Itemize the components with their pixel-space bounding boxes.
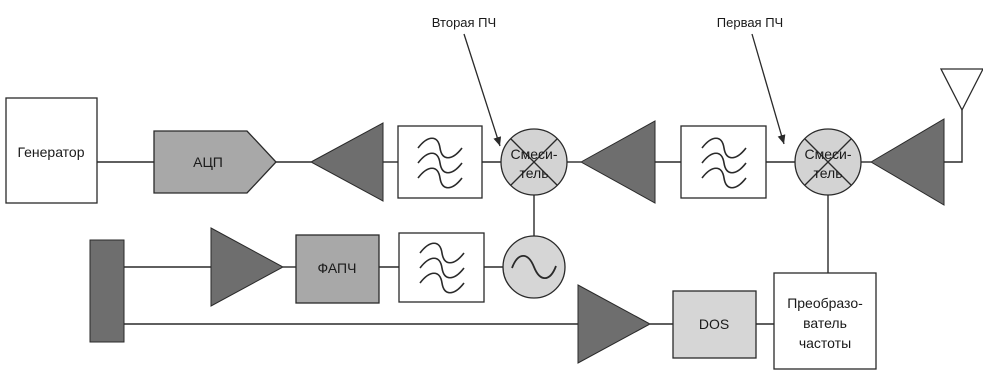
wire-lna-antenna bbox=[944, 110, 963, 163]
first-if-label: Первая ПЧ bbox=[717, 15, 783, 30]
adc-block: АЦП bbox=[153, 130, 277, 194]
mixer-label-line1: Смеси- bbox=[510, 146, 557, 162]
oscillator-icon bbox=[502, 235, 566, 299]
amplifier-icon bbox=[579, 120, 656, 204]
mixer-icon bbox=[510, 138, 558, 186]
bandpass-filter-icon bbox=[398, 232, 485, 303]
generator-block: Генератор bbox=[5, 97, 98, 204]
amplifier-icon bbox=[309, 122, 384, 202]
dos-block: DOS bbox=[672, 290, 757, 359]
frequency-converter-block: Преобразо- ватель частоты bbox=[773, 272, 877, 370]
bandpass-filter-icon bbox=[397, 125, 483, 199]
second-if-arrow bbox=[463, 33, 502, 147]
first-mixer: Смеси- тель bbox=[794, 128, 862, 196]
lna-amplifier-icon bbox=[870, 118, 945, 206]
adc-label: АЦП bbox=[193, 154, 223, 170]
mixer-label-line2: тель bbox=[519, 165, 548, 181]
second-if-label: Вторая ПЧ bbox=[432, 15, 496, 30]
converter-label-line2: ватель bbox=[803, 315, 847, 331]
generator-label: Генератор bbox=[17, 144, 84, 160]
first-if-arrow bbox=[751, 33, 786, 145]
pll-label: ФАПЧ bbox=[318, 260, 357, 276]
amplifier-icon bbox=[577, 284, 652, 364]
antenna-icon bbox=[939, 68, 983, 112]
pll-block: ФАПЧ bbox=[295, 234, 380, 304]
amplifier-icon bbox=[210, 227, 285, 307]
converter-label-line1: Преобразо- bbox=[787, 295, 863, 311]
dos-label: DOS bbox=[699, 316, 729, 332]
callout-arrows bbox=[463, 33, 786, 147]
control-panel-bar bbox=[89, 239, 125, 343]
bandpass-filter-icon bbox=[680, 125, 767, 199]
mixer-icon bbox=[804, 138, 852, 186]
second-mixer: Смеси- тель bbox=[500, 128, 568, 196]
mixer-label-line1: Смеси- bbox=[804, 146, 851, 162]
signal-wires bbox=[97, 110, 963, 325]
converter-label-line3: частоты bbox=[799, 335, 851, 351]
mixer-label-line2: тель bbox=[813, 165, 842, 181]
